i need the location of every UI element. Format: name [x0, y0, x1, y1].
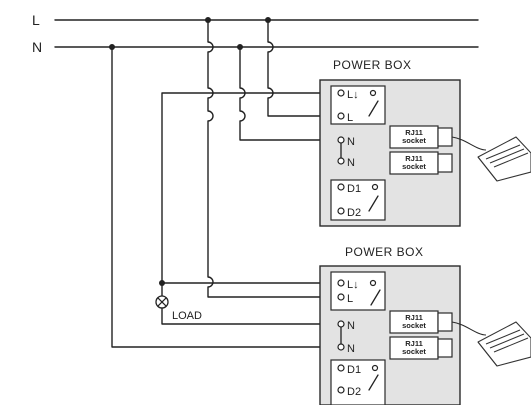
- switched-live-wire: [161, 92, 321, 284]
- upper-switch-contact: [369, 89, 377, 97]
- upper-terminal-l-label: L: [347, 112, 353, 124]
- lower-terminal-l-label: L: [347, 293, 353, 305]
- power-box-upper-title: POWER BOX: [333, 58, 412, 72]
- upper-cable: [451, 136, 487, 151]
- upper-terminal-n1: [337, 136, 345, 144]
- live-drop-upper-l: [267, 19, 321, 117]
- lower-terminal-d1: [337, 364, 345, 372]
- upper-terminal-l-down-label: L↓: [347, 89, 359, 101]
- lower-switch-blade: [370, 289, 381, 306]
- upper-terminal-n2: [337, 157, 345, 165]
- upper-switch-blade: [368, 100, 379, 117]
- lower-terminal-n1: [337, 320, 345, 328]
- neutral-rail-label: N: [32, 39, 42, 55]
- lower-terminal-n2: [337, 343, 345, 351]
- lower-d-contact: [371, 364, 379, 372]
- upper-rj11-jack-2: [437, 153, 453, 173]
- upper-terminal-d2-label: D2: [347, 207, 361, 219]
- lower-terminal-d2: [337, 386, 345, 394]
- lower-rj11-jack-1: [437, 312, 453, 332]
- lower-terminal-l-down: [337, 279, 345, 287]
- neutral-drop-lower-n2: [111, 46, 321, 348]
- lower-rj11-plug-icon: [477, 321, 531, 367]
- lower-terminal-l: [337, 293, 345, 301]
- load-return-wire: [161, 307, 321, 325]
- upper-terminal-d1-label: D1: [347, 183, 361, 195]
- neutral-drop-upper-n: [239, 46, 321, 141]
- upper-d-switch-blade: [368, 195, 379, 212]
- lower-cable: [451, 321, 487, 336]
- lower-terminal-d2-label: D2: [347, 386, 361, 398]
- load-lamp-icon: [155, 295, 169, 309]
- live-rail-label: L: [32, 12, 40, 28]
- power-box-lower-title: POWER BOX: [345, 245, 424, 259]
- lower-d-switch-blade: [368, 374, 379, 391]
- lower-terminal-n2-label: N: [347, 343, 355, 355]
- lower-terminal-l-down-label: L↓: [347, 279, 359, 291]
- lower-switch-group-l: [330, 271, 386, 311]
- upper-terminal-l-down: [337, 89, 345, 97]
- load-label: LOAD: [172, 310, 202, 322]
- upper-rj11-jack-1: [437, 127, 453, 147]
- upper-terminal-d2: [337, 207, 345, 215]
- lower-terminal-n1-label: N: [347, 320, 355, 332]
- upper-terminal-l: [337, 112, 345, 120]
- upper-terminal-d1: [337, 183, 345, 191]
- lower-rj11-jack-2: [437, 338, 453, 358]
- upper-terminal-n2-label: N: [347, 157, 355, 169]
- lower-terminal-d1-label: D1: [347, 364, 361, 376]
- upper-terminal-n1-label: N: [347, 136, 355, 148]
- upper-d-contact: [371, 183, 379, 191]
- lower-switch-contact: [369, 279, 377, 287]
- upper-rj11-plug-icon: [477, 136, 531, 182]
- live-drop-lower-l: [207, 19, 321, 298]
